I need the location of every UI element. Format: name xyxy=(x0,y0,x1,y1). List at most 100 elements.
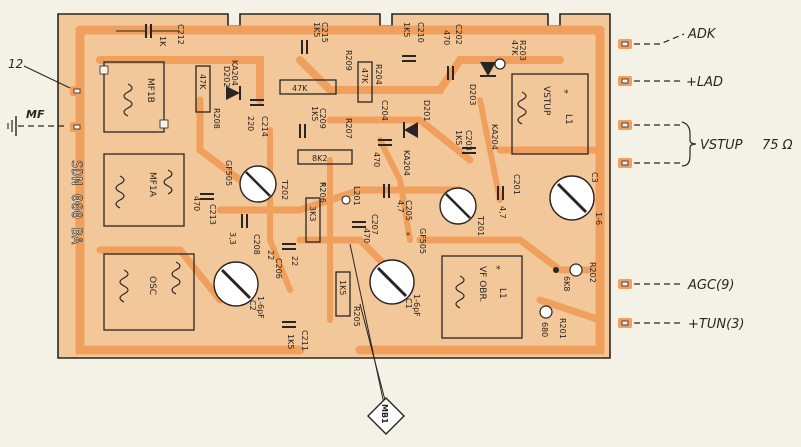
capacitor-c204-value: 470 xyxy=(372,152,381,167)
terminal-tun: +TUN(3) xyxy=(634,317,745,332)
coil-l201 xyxy=(341,195,351,205)
resistor-r203-value: 47K xyxy=(510,40,519,56)
capacitor-c211-ref: C211 xyxy=(300,330,309,351)
diode-d201-ref: D201 xyxy=(422,100,431,121)
board-code: SDN 000 BA xyxy=(68,160,84,245)
capacitor-c208 xyxy=(241,214,248,228)
capacitor-c213-ref: C213 xyxy=(208,204,217,225)
module-vstup-mark: * xyxy=(564,89,569,99)
capacitor-c210-value: 1K5 xyxy=(402,22,411,37)
capacitor-c212-value: 1K xyxy=(158,36,167,47)
trimmer-c3: C3 1-6 xyxy=(549,172,603,225)
capacitor-c208-ref: C208 xyxy=(252,234,261,255)
transistor-t201-type: GF505 xyxy=(418,228,427,254)
terminal-tun-label: +TUN(3) xyxy=(688,317,745,332)
resistor-r208-value: 47K xyxy=(198,74,207,90)
resistor-r205-ref: R205 xyxy=(352,306,361,327)
capacitor-c211 xyxy=(282,321,296,328)
diode-d201-type: KA204 xyxy=(402,150,411,176)
terminal-adk: ADK xyxy=(634,27,717,45)
resistor-r202-ref: R202 xyxy=(588,262,597,283)
capacitor-c203-value: 1K5 xyxy=(454,130,463,145)
module-mf1b-label: MF1B xyxy=(145,78,155,103)
module-vfobr: VF OBR. * L1 xyxy=(441,255,523,339)
capacitor-c204-ref: C204 xyxy=(380,100,389,121)
capacitor-c207-value: 470 xyxy=(362,228,371,243)
trimmer-c2-value: 1-6pF xyxy=(256,296,265,319)
transistor-t202-ref: T202 xyxy=(280,179,289,200)
diode-d202-type: KA204 xyxy=(230,60,239,86)
module-osc: OSC xyxy=(103,253,195,331)
diode-d203: D203 KA204 xyxy=(468,62,499,150)
capacitor-c209-value: 1K5 xyxy=(310,106,319,121)
resistor-r206-value: 3K3 xyxy=(308,206,317,221)
module-mf1a-label: MF1A xyxy=(147,172,157,198)
marker-mb1: MB1 xyxy=(349,243,405,435)
module-mf1b: MF1B xyxy=(99,61,169,133)
resistor-r205-value: 1K5 xyxy=(338,280,347,295)
capacitor-c212 xyxy=(116,24,178,38)
resistor-r206-ref: R206 xyxy=(318,182,327,203)
resistor-r204-value: 47K xyxy=(360,68,369,84)
capacitor-c202-value: 470 xyxy=(442,30,451,45)
capacitor-c211-value: 1K5 xyxy=(286,334,295,349)
diode-d203-ref: D203 xyxy=(468,84,477,105)
terminal-12-label: 12 xyxy=(8,57,23,71)
diode-d202-ref: D202 xyxy=(222,66,231,87)
terminal-agc: AGC(9) xyxy=(634,278,734,293)
capacitor-c205-value: 4,7 xyxy=(396,200,405,213)
terminal-mf: MF xyxy=(7,108,68,136)
trimmer-c3-value: 1-6 xyxy=(594,212,603,225)
resistor-r204-ref: R204 xyxy=(374,64,383,85)
module-vfobr-coil: L1 xyxy=(497,288,507,299)
transistor-t201-ref: T201 xyxy=(476,215,485,236)
resistor-r205: 1K5 R205 xyxy=(335,271,361,327)
module-vstup-label: VSTUP xyxy=(541,86,551,116)
pcb-board xyxy=(57,13,611,359)
transistor-t202-type: GF505 xyxy=(224,160,233,186)
diode-d202: D202 KA204 xyxy=(222,60,241,100)
module-osc-label: OSC xyxy=(147,276,157,295)
terminal-vstup-impedance: 75 Ω xyxy=(762,138,793,153)
transistor-t202: T202 GF505 xyxy=(224,160,289,203)
capacitor-c203 xyxy=(462,147,476,154)
terminal-lad-label: +LAD xyxy=(686,75,723,90)
capacitor-c203-ref: C203 xyxy=(464,130,473,151)
capacitor-c212-ref: C212 xyxy=(176,24,185,45)
trimmer-c3-ref: C3 xyxy=(590,172,599,183)
resistor-r208-ref: R208 xyxy=(212,108,221,129)
capacitor-c210 xyxy=(402,55,416,62)
capacitor-c207-ref: C207 xyxy=(370,214,379,235)
coil-l201-ref: L201 xyxy=(352,186,361,206)
diode-d201: D201 KA204 xyxy=(402,100,431,176)
capacitor-c206 xyxy=(282,243,296,250)
terminal-lad: +LAD xyxy=(634,75,723,90)
capacitor-c209 xyxy=(299,124,306,138)
capacitor-c205 xyxy=(383,184,390,198)
capacitor-c214-ref: C214 xyxy=(260,116,269,137)
capacitor-c206-value: 22 xyxy=(266,250,275,260)
module-vfobr-label: VF OBR. xyxy=(477,266,487,302)
resistor-r204: 47K R204 xyxy=(357,61,383,103)
module-vstup: VSTUP * L1 xyxy=(511,73,589,155)
capacitor-c205-mark: * xyxy=(406,231,410,240)
capacitor-c201-ref: C201 xyxy=(512,174,521,195)
capacitor-c201-value: 4,7 xyxy=(498,206,507,219)
terminal-adk-label: ADK xyxy=(687,27,717,42)
capacitor-c206-value-2: 22 xyxy=(290,256,299,266)
terminal-vstup-label: VSTUP xyxy=(700,138,743,153)
marker-mb1-label: MB1 xyxy=(380,404,389,424)
trimmer-c1-ref: C1 xyxy=(404,298,413,309)
trimmer-c2: C2 1-6pF xyxy=(213,261,265,319)
capacitor-c210-ref: C210 xyxy=(416,22,425,43)
trimmer-c1-value: 1-6pF xyxy=(412,294,421,317)
transistor-t201: T201 GF505 xyxy=(418,187,485,254)
resistor-r207-ref: R207 xyxy=(344,118,353,139)
module-mf1a: MF1A xyxy=(103,153,185,227)
resistor-r202-value: 6K8 xyxy=(562,276,571,291)
module-vstup-coil: L1 xyxy=(563,114,573,125)
trimmer-c2-ref: C2 xyxy=(248,300,257,311)
capacitor-c214 xyxy=(250,99,264,106)
capacitor-c204 xyxy=(378,139,392,146)
